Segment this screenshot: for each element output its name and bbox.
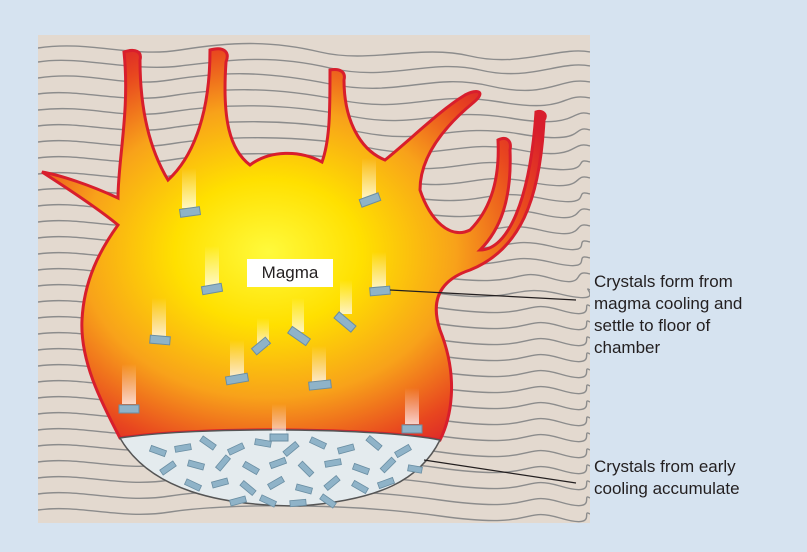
- callout-line: chamber: [594, 337, 804, 359]
- callout-line: Crystals from early: [594, 456, 804, 478]
- settling-crystal: [270, 404, 288, 441]
- settling-crystal: [402, 388, 422, 433]
- magma-label: Magma: [247, 259, 333, 287]
- callout-crystals-accumulate: Crystals from early cooling accumulate: [594, 456, 804, 500]
- callout-line: settle to floor of: [594, 315, 804, 337]
- settling-crystal: [119, 364, 139, 413]
- callout-line: magma cooling and: [594, 293, 804, 315]
- callout-line: cooling accumulate: [594, 478, 804, 500]
- callout-crystals-settle: Crystals form from magma cooling and set…: [594, 271, 804, 359]
- callout-line: Crystals form from: [594, 271, 804, 293]
